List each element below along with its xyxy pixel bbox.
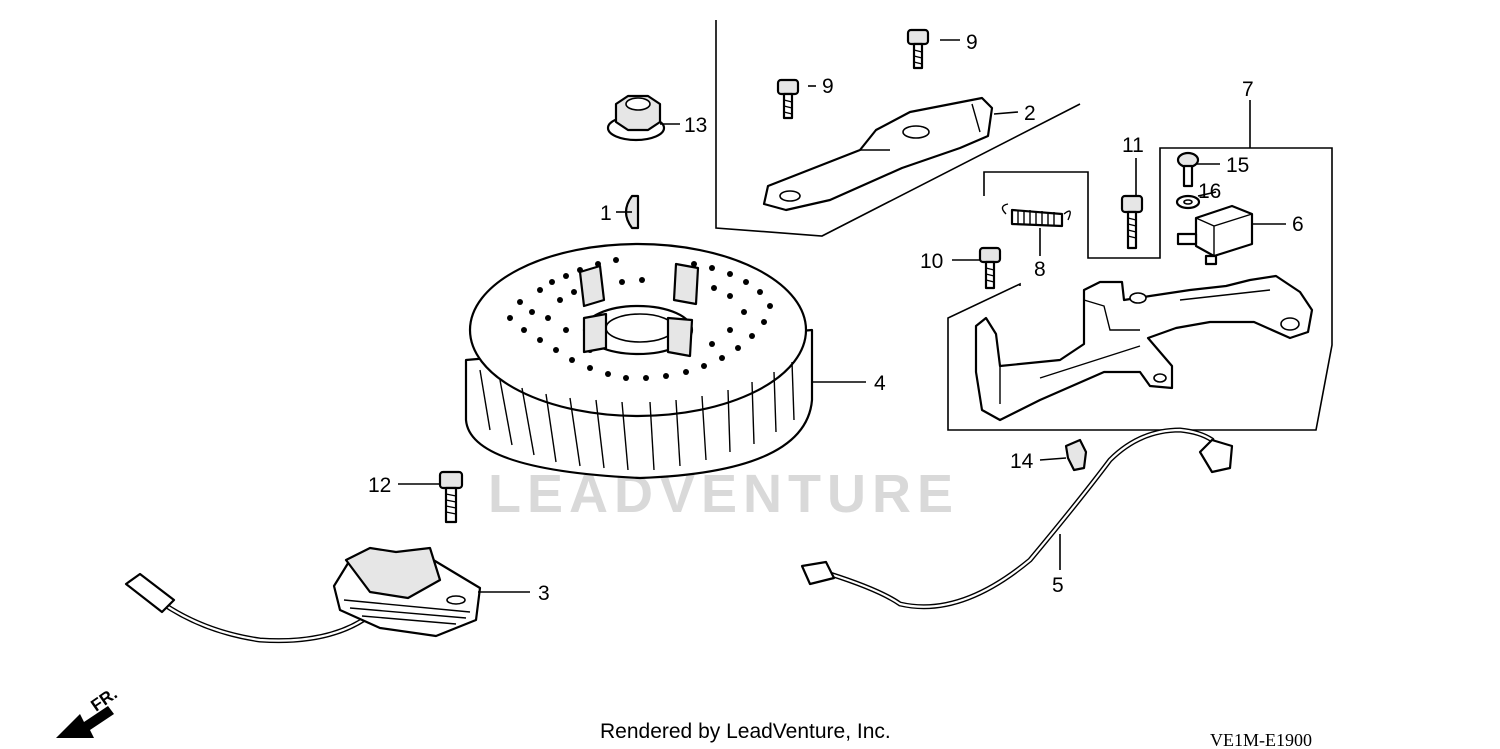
callout-9-lower: 9 xyxy=(822,75,834,98)
callout-8: 8 xyxy=(1034,258,1046,281)
group-box-top xyxy=(715,20,1081,237)
bolt-10[interactable] xyxy=(978,246,1002,290)
callout-14: 14 xyxy=(1010,450,1034,473)
control-bracket-7[interactable] xyxy=(974,274,1314,422)
callout-11: 11 xyxy=(1122,134,1144,157)
group-box-middle xyxy=(947,147,1333,431)
bolt-9-upper[interactable] xyxy=(906,28,930,70)
callout-7: 7 xyxy=(1242,78,1254,101)
callout-5: 5 xyxy=(1052,574,1064,597)
ignition-coil-3[interactable] xyxy=(124,546,482,644)
diagram-code: VE1M-E1900 xyxy=(1210,730,1312,749)
front-direction-arrow: FR. xyxy=(56,684,121,738)
callout-10: 10 xyxy=(920,250,943,273)
callout-3: 3 xyxy=(538,582,550,605)
watermark: LEADVENTURE xyxy=(488,464,959,524)
callout-13: 13 xyxy=(684,114,707,137)
leader-lines xyxy=(398,39,1286,593)
bolt-12[interactable] xyxy=(438,470,464,524)
callout-16: 16 xyxy=(1198,180,1221,203)
callout-12: 12 xyxy=(368,474,391,497)
bolt-11[interactable] xyxy=(1120,194,1144,250)
callout-15: 15 xyxy=(1226,154,1249,177)
spring-8[interactable] xyxy=(1001,203,1071,228)
callout-4: 4 xyxy=(874,372,886,395)
switch-6[interactable] xyxy=(1176,204,1254,266)
wire-harness-5[interactable] xyxy=(800,427,1234,610)
callout-6: 6 xyxy=(1292,213,1304,236)
bolt-9-lower[interactable] xyxy=(776,78,800,120)
callout-2: 2 xyxy=(1024,102,1036,125)
screw-15[interactable] xyxy=(1176,151,1200,188)
flange-nut-13[interactable] xyxy=(606,94,666,142)
callout-9-upper: 9 xyxy=(966,31,978,54)
washer-16[interactable] xyxy=(1175,194,1201,210)
flywheel-4[interactable] xyxy=(464,242,814,480)
footer-credit: Rendered by LeadVenture, Inc. xyxy=(600,720,891,743)
bracket-2[interactable] xyxy=(762,96,994,212)
callout-1: 1 xyxy=(600,202,612,225)
front-label: FR. xyxy=(87,684,120,715)
clip-14[interactable] xyxy=(1064,438,1088,472)
